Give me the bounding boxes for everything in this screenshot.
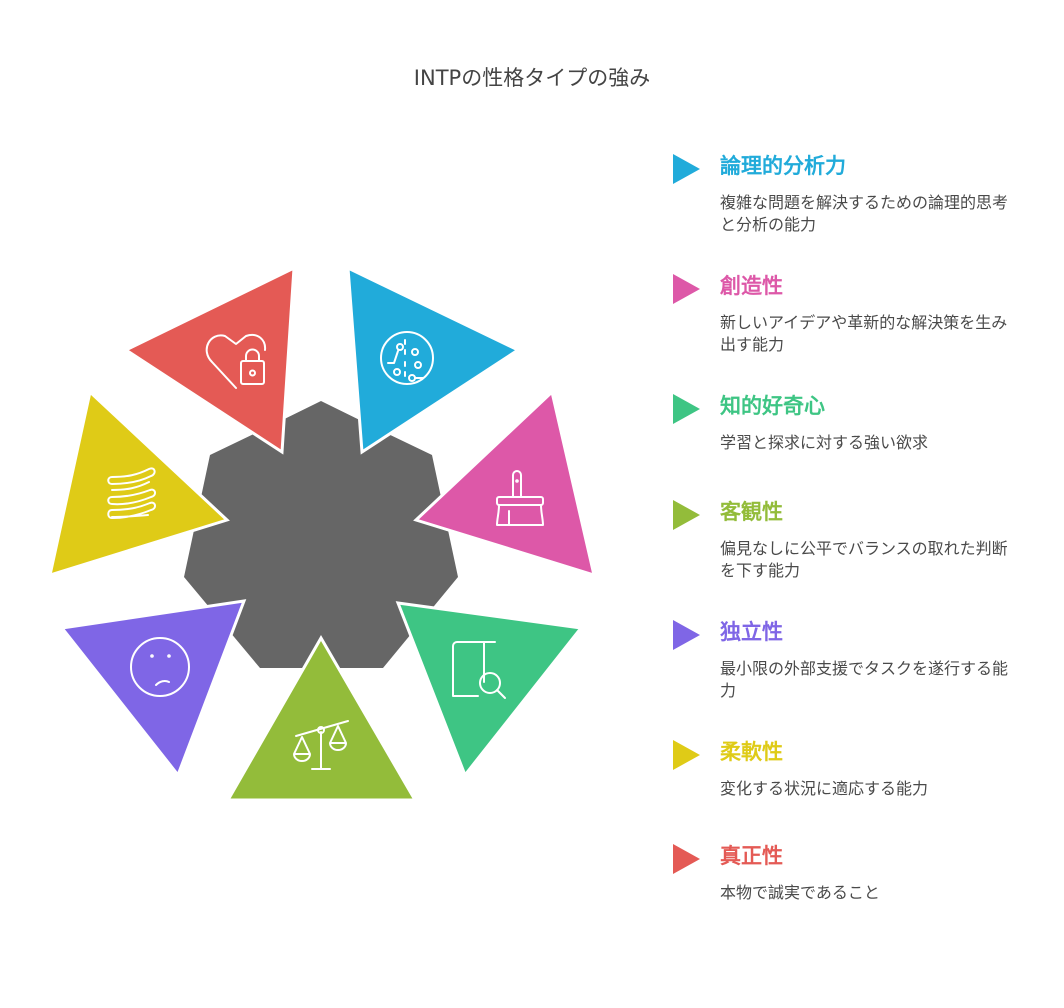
book-search-icon — [452, 641, 506, 699]
triangle-marker-icon — [673, 844, 700, 874]
sad-face-icon — [130, 637, 190, 697]
triangle-scale — [225, 634, 418, 802]
triangle-marker-icon — [673, 740, 700, 770]
strength-description: 変化する状況に適応する能力 — [720, 779, 929, 798]
strength-title: 真正性 — [720, 844, 783, 868]
strength-description: 本物で誠実であること — [720, 883, 880, 902]
strength-title: 客観性 — [720, 500, 783, 524]
paintbrush-icon — [496, 470, 544, 526]
strength-title: 柔軟性 — [720, 740, 783, 764]
triangle-marker-icon — [673, 394, 700, 424]
spring-icon — [107, 467, 156, 519]
triangle-sad-face — [59, 599, 247, 779]
strength-title: 知的好奇心 — [720, 394, 825, 418]
strength-description: 最小限の外部支援でタスクを遂行する能力 — [720, 659, 1009, 700]
strength-title: 創造性 — [720, 274, 783, 298]
strength-description: 複雑な問題を解決するための論理的思考と分析の能力 — [720, 193, 1009, 234]
triangle-marker-icon — [673, 274, 700, 304]
scale-icon — [293, 720, 349, 770]
heart-lock-icon — [205, 334, 267, 389]
triangle-spring — [47, 389, 230, 578]
triangle-marker-icon — [673, 154, 700, 184]
triangle-marker-icon — [673, 620, 700, 650]
brain-circuit-icon — [380, 331, 434, 385]
triangle-book-search — [395, 601, 584, 778]
strength-title: 独立性 — [720, 620, 783, 644]
strength-description: 偏見なしに公平でバランスの取れた判断を下す能力 — [720, 539, 1008, 580]
diagram-title: INTPの性格タイプの強み — [413, 66, 651, 90]
triangle-marker-icon — [673, 500, 700, 530]
strength-title: 論理的分析力 — [720, 154, 846, 178]
center-heptagon — [184, 401, 458, 668]
strength-description: 学習と探求に対する強い欲求 — [720, 433, 929, 452]
strengths-diagram — [47, 268, 597, 802]
strength-description: 新しいアイデアや革新的な解決策を生み出す能力 — [720, 313, 1008, 354]
triangle-paintbrush — [413, 389, 597, 578]
